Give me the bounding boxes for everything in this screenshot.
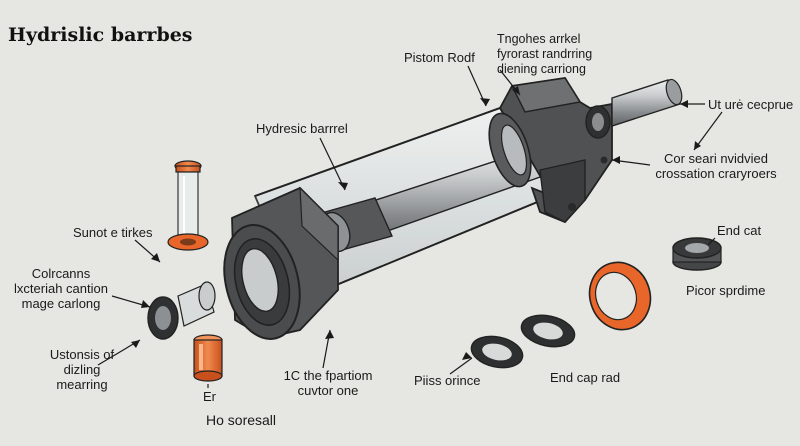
orange-bushing	[193, 334, 223, 382]
o-ring-1	[470, 335, 524, 369]
label-cylinder-barrel: Hydresic barrrel	[256, 121, 348, 136]
orange-ring	[588, 261, 652, 331]
label-piss-orince: Piiss orince	[414, 373, 481, 388]
label-left-tube: Sunot e tirkes	[73, 225, 153, 240]
barrel-end-cap	[223, 186, 339, 340]
label-piston-rod: Pistom Rodf	[404, 50, 475, 65]
diagram-title: Hydrislic barrbes	[8, 24, 193, 46]
end-block	[488, 77, 613, 224]
label-left-bottom: Ustonsis of dizling mearring	[49, 347, 115, 392]
label-rod-end: Ut urė cecprue	[708, 97, 794, 112]
label-cross-section: Cor seari nvidvied crossation craryroers	[655, 151, 777, 181]
label-er: Er	[203, 389, 216, 404]
label-bottom-center: 1C the fpartiom cuvtor one	[283, 368, 373, 398]
label-left-cap: Colrcanns lxcteriah cantion mage carlong	[14, 266, 108, 311]
sight-tube	[167, 160, 209, 251]
label-top-note: Tngohes arrkel fyrorast randrring dienin…	[497, 32, 593, 76]
rod-end	[611, 78, 683, 127]
left-seal-stack	[147, 281, 216, 340]
o-ring-2	[520, 314, 576, 348]
label-end-cap-rad: End cap rad	[550, 370, 621, 385]
label-picor-spredime: Picor sprdime	[686, 283, 766, 298]
label-end-cat: End cat	[717, 223, 762, 238]
label-bottom-left: Ho soresall	[206, 412, 277, 428]
end-cap-seal	[672, 237, 722, 271]
leader-arrowheads	[131, 86, 701, 360]
